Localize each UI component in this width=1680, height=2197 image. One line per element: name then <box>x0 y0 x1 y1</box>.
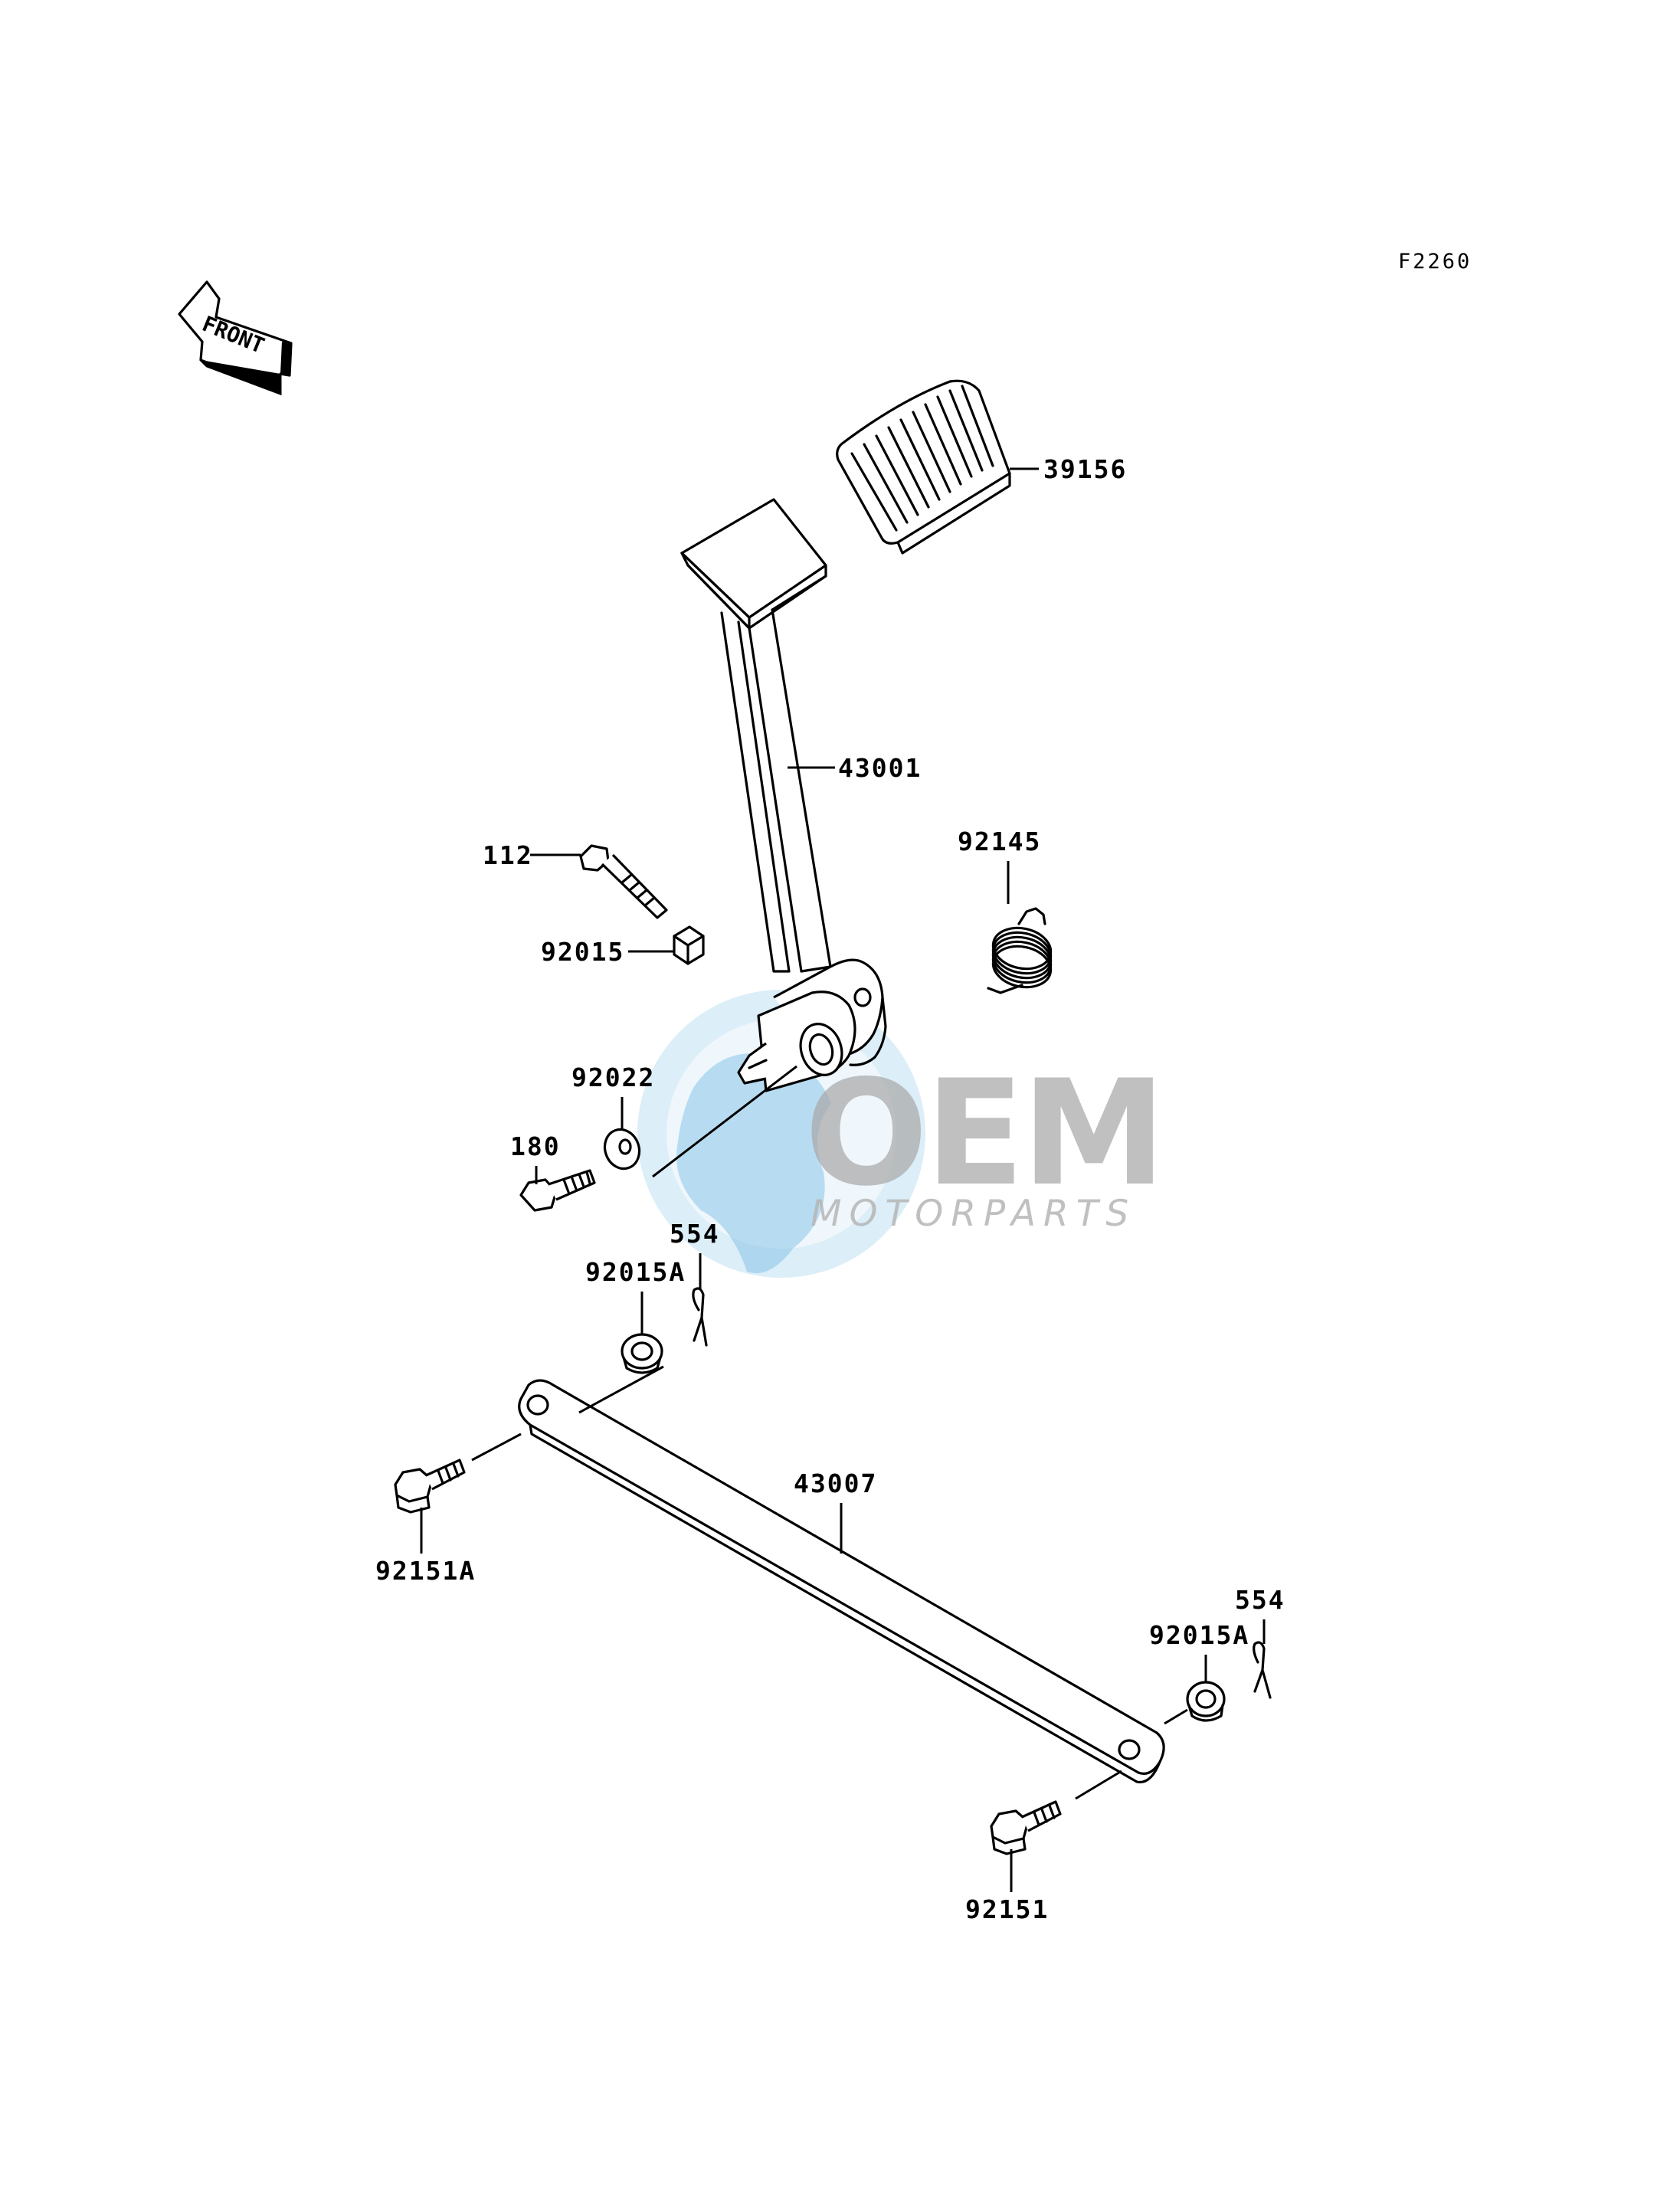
collar-92015 <box>673 925 705 965</box>
bolt-180 <box>519 1169 596 1212</box>
label-92022: 92022 <box>571 1062 655 1092</box>
label-92151: 92151 <box>965 1894 1049 1924</box>
label-43007: 43007 <box>794 1468 877 1498</box>
cotter-pin-upper <box>692 1287 708 1347</box>
watermark-tagline: MOTORPARTS <box>811 1193 1136 1235</box>
label-92145: 92145 <box>958 827 1041 856</box>
figure-code: F2260 <box>1398 250 1472 273</box>
label-554-lower: 554 <box>1235 1585 1285 1615</box>
pedal-pad-rubber <box>836 379 1011 555</box>
label-39156: 39156 <box>1043 454 1127 484</box>
front-arrow-icon: FRONT <box>178 280 293 396</box>
cotter-pin-lower <box>1253 1641 1272 1699</box>
bolt-112 <box>579 844 668 919</box>
watermark-brand: OEM <box>804 1049 1163 1218</box>
label-554-upper: 554 <box>670 1219 720 1249</box>
label-92015a-upper: 92015A <box>585 1257 686 1287</box>
collar-92015a-lower <box>1186 1681 1226 1722</box>
label-43001: 43001 <box>838 753 922 783</box>
bolt-92151 <box>990 1800 1062 1855</box>
label-92015a-lower: 92015A <box>1149 1620 1249 1650</box>
part-labels: 39156 43001 92145 112 92015 92022 180 55… <box>375 454 1285 1924</box>
collar-92015a-upper <box>621 1333 663 1374</box>
watermark-logo: OEM MOTORPARTS <box>637 990 1166 1278</box>
label-112: 112 <box>483 840 533 870</box>
brake-rod <box>518 1379 1165 1784</box>
leader-lines <box>420 467 1266 1892</box>
brake-pedal-arm <box>680 498 887 1092</box>
label-92015: 92015 <box>541 937 624 967</box>
return-spring <box>987 907 1053 994</box>
label-180: 180 <box>510 1131 561 1161</box>
label-92151a: 92151A <box>375 1556 476 1586</box>
washer-92022 <box>603 1128 641 1171</box>
bolt-92151a <box>394 1459 466 1514</box>
